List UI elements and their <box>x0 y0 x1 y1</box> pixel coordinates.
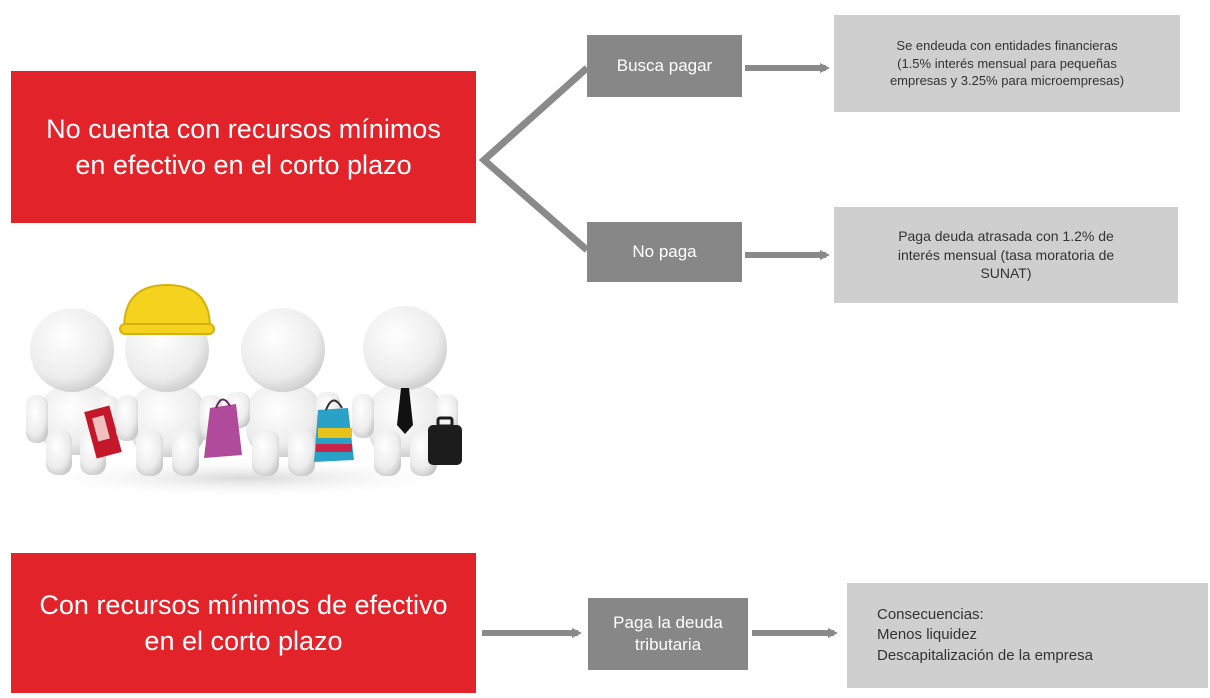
node-line: Consecuencias: <box>877 606 984 624</box>
node-line: empresas y 3.25% para microempresas) <box>889 73 1125 89</box>
node-line: (1.5% interés mensual para pequeñas <box>897 55 1117 71</box>
node-busca-pagar: Busca pagar <box>587 35 742 97</box>
node-line: SUNAT) <box>980 265 1032 282</box>
node-no-recursos: No cuenta con recursos mínimos en efecti… <box>11 71 476 223</box>
node-line: Paga la deuda <box>613 612 723 632</box>
node-line: Menos liquidez <box>877 626 978 644</box>
node-endeuda: Se endeuda con entidades financieras (1.… <box>834 15 1180 112</box>
node-paga-deuda: Paga la deuda tributaria <box>588 598 748 670</box>
node-line: Con recursos mínimos de efectivo <box>39 589 448 620</box>
figure-4 <box>352 306 462 476</box>
node-line: Se endeuda con entidades financieras <box>896 38 1118 54</box>
node-line: Paga deuda atrasada con 1.2% de <box>898 227 1114 244</box>
node-line: tributaria <box>634 635 702 654</box>
node-consecuencias: Consecuencias: Menos liquidez Descapital… <box>847 583 1208 688</box>
node-line: interés mensual (tasa moratoria de <box>897 246 1115 263</box>
node-line: en efectivo en el corto plazo <box>75 150 412 180</box>
node-con-recursos: Con recursos mínimos de efectivo en el c… <box>11 553 476 693</box>
node-line: No paga <box>632 241 697 261</box>
branch-connector <box>478 65 590 253</box>
node-no-paga: No paga <box>587 222 742 282</box>
node-line: Descapitalización de la empresa <box>877 646 1093 664</box>
node-line: No cuenta con recursos mínimos <box>46 113 441 144</box>
figure-3 <box>204 308 354 476</box>
figure-2 <box>116 283 222 476</box>
figure-1 <box>26 308 122 475</box>
node-line: en el corto plazo <box>144 626 343 656</box>
node-line: Busca pagar <box>616 55 713 75</box>
node-atrasada: Paga deuda atrasada con 1.2% de interés … <box>834 207 1178 303</box>
